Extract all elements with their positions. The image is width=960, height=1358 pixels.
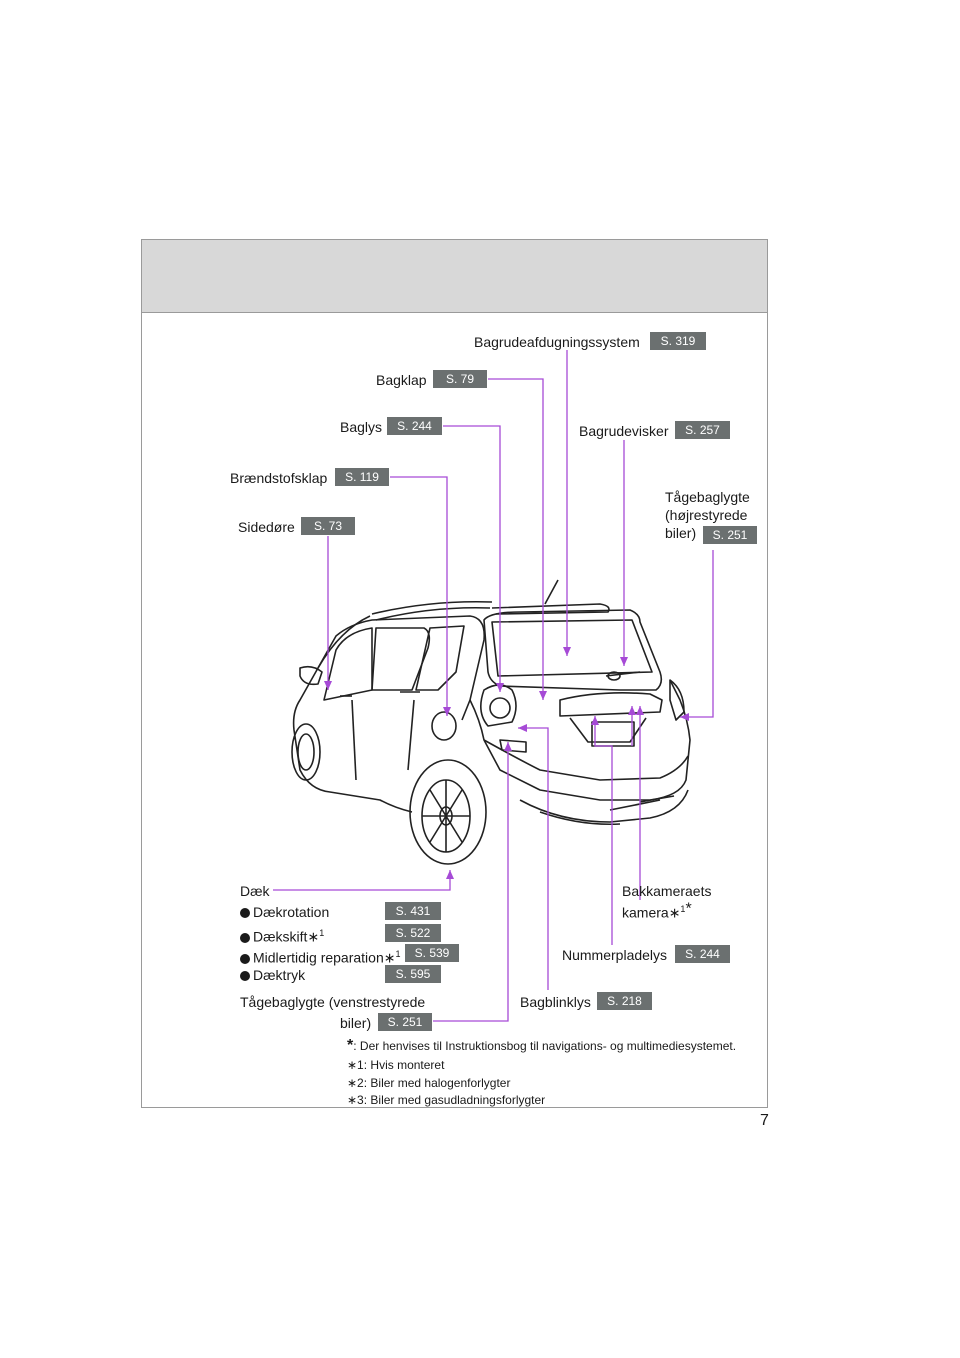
car-body-outline (291, 579, 691, 865)
ref-bagblinklys[interactable]: S. 218 (597, 992, 652, 1010)
label-baglys: Baglys (340, 419, 383, 435)
footnote-3: ∗3: Biler med gasudladningsforlygter (347, 1093, 546, 1107)
ref-braendstofsklap[interactable]: S. 119 (335, 468, 389, 486)
ref-bagrudeafdugning[interactable]: S. 319 (650, 332, 706, 350)
leader-lines (273, 350, 714, 1022)
ref-bagklap[interactable]: S. 79 (433, 370, 487, 388)
label-bagklap: Bagklap (376, 372, 427, 388)
bullet-daekrotation: Dækrotation (240, 903, 329, 921)
label-braendstofsklap: Brændstofsklap (230, 470, 328, 486)
label-tagebaglygte-hojre: Tågebaglygte (højrestyrede biler) (665, 489, 750, 541)
label-daek: Dæk (240, 883, 270, 899)
header-band (142, 240, 767, 313)
footnote-1: ∗1: Hvis monteret (347, 1058, 445, 1072)
bullet-dot (240, 971, 250, 981)
bullet-midlertidig: Midlertidig reparation∗1 (240, 945, 400, 967)
content-frame (141, 239, 768, 1108)
footnote-star: *: Der henvises til Instruktionsbog til … (347, 1037, 737, 1054)
label-sidedore: Sidedøre (238, 519, 295, 535)
label-bakkameraets: Bakkameraets kamera∗1* (622, 883, 712, 921)
ref-bagrudevisker[interactable]: S. 257 (675, 421, 730, 439)
ref-daektryk[interactable]: S. 595 (385, 965, 441, 983)
label-bagrudeafdugning: Bagrudeafdugningssystem (474, 334, 640, 350)
ref-daekskift[interactable]: S. 522 (385, 924, 441, 942)
label-nummerpladelys: Nummerpladelys (562, 947, 668, 963)
bullet-dot (240, 908, 250, 918)
bullet-dot (240, 932, 250, 943)
bullet-daektryk: Dæktryk (240, 966, 305, 984)
ref-midlertidig[interactable]: S. 539 (405, 944, 459, 962)
label-tagebaglygte-venstre-2: biler) (340, 1015, 372, 1031)
ref-nummerpladelys[interactable]: S. 244 (675, 945, 730, 963)
footnote-2: ∗2: Biler med halogenforlygter (347, 1076, 511, 1090)
label-bagblinklys: Bagblinklys (520, 994, 591, 1010)
ref-baglys[interactable]: S. 244 (387, 417, 442, 435)
ref-sidedore[interactable]: S. 73 (301, 517, 355, 535)
page-number: 7 (760, 1112, 769, 1129)
label-bagrudevisker: Bagrudevisker (579, 423, 669, 439)
label-tagebaglygte-venstre-1: Tågebaglygte (venstrestyrede (240, 994, 426, 1010)
bullet-dot (240, 953, 250, 964)
leader-arrows (324, 647, 689, 879)
ref-tagebaglygte-hojre[interactable]: S. 251 (703, 526, 757, 544)
ref-daekrotation[interactable]: S. 431 (385, 902, 441, 920)
ref-tagebaglygte-venstre[interactable]: S. 251 (378, 1013, 432, 1031)
bullet-daekskift: Dækskift∗1 (240, 924, 324, 946)
